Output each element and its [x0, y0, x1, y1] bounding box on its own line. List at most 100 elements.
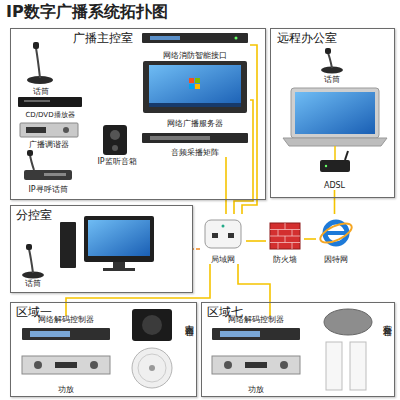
laptop-base: [283, 138, 387, 146]
speaker-cone: [112, 145, 118, 151]
rack-device: [142, 33, 248, 43]
device-label: 话筒: [18, 88, 63, 96]
device-light: [235, 37, 238, 40]
device-node: 网络解码控制器: [18, 316, 114, 346]
device-node: 话筒: [18, 40, 63, 96]
speaker-cone: [110, 130, 120, 140]
column-speaker: [326, 342, 342, 390]
router-antenna: [345, 151, 348, 160]
cable-line: [246, 240, 266, 242]
device-node: ADSL: [312, 150, 357, 190]
device-node: IP监听音箱: [92, 122, 142, 166]
monitor-stand: [113, 262, 125, 268]
decoder-device: [212, 328, 300, 340]
wall-speaker: [132, 309, 172, 341]
device-label: 功放: [18, 386, 114, 394]
tuner-knob: [63, 127, 69, 133]
cd-player: [18, 97, 82, 107]
ceiling-speaker: [132, 348, 172, 388]
device-node: 功放: [208, 352, 304, 394]
device-label: 广播调谐器: [18, 141, 80, 149]
device-node: IP寻呼话筒: [14, 152, 82, 194]
router-port: [212, 233, 218, 238]
device-label: 防火墙: [266, 256, 304, 264]
tuner-device: [20, 123, 78, 137]
router-light: [222, 225, 225, 228]
device-node: 广播调谐器: [18, 121, 80, 149]
speaker-box: [103, 125, 127, 155]
monitor-screen: [149, 65, 241, 107]
device-label: ADSL: [312, 182, 357, 190]
device-label: IP监听音箱: [92, 158, 142, 166]
amp-display: [245, 362, 267, 368]
mic-head: [33, 42, 39, 49]
device-panel: [150, 136, 210, 140]
logo-square: [189, 84, 194, 89]
speaker-grille: [138, 354, 166, 382]
room-title: 远程办公室: [277, 32, 337, 44]
logo-square: [189, 78, 194, 83]
laptop-screen: [291, 88, 379, 138]
device-node: 因特网: [316, 214, 356, 264]
disc-slot: [24, 100, 50, 102]
room-box: 区域一网络解码控制器室内音箱功放: [10, 302, 197, 397]
server-monitor: [143, 61, 247, 113]
mic-neck: [30, 155, 34, 170]
room-box: 广播主控室话筒网络消防智能接口网络广播服务器CD/DVD播放器广播调谐器音频采播…: [10, 28, 266, 200]
device-panel: [150, 36, 180, 40]
speaker-center: [149, 365, 155, 371]
firewall-wall: [270, 223, 300, 249]
network-cable: [334, 146, 336, 160]
mic-head: [26, 244, 32, 250]
device-label: 因特网: [316, 256, 356, 264]
device-node: 防火墙: [266, 218, 304, 264]
room-box: 区域七网络解码控制器室外音箱功放: [201, 302, 395, 397]
device-node: 功放: [18, 352, 114, 394]
device-node: 话筒: [16, 240, 50, 288]
brick-lines: [270, 223, 300, 249]
amp-knob: [280, 361, 288, 369]
device-label: 话筒: [16, 280, 50, 288]
device-node: 网络消防智能接口: [140, 31, 250, 59]
mic-head: [325, 48, 331, 54]
logo-square: [195, 78, 200, 83]
router-port: [228, 233, 234, 238]
globe-ring: [318, 219, 355, 246]
title-holder: IP数字广播系统拓扑图: [6, 3, 168, 21]
device-label: 局域网: [200, 256, 246, 264]
device-label: IP寻呼话筒: [14, 186, 82, 194]
amp-knob: [224, 361, 232, 369]
device-label: 网络消防智能接口: [140, 52, 250, 60]
amplifier-device: [212, 356, 300, 374]
amp-display: [55, 362, 77, 368]
decoder-device: [22, 328, 110, 340]
console-buttons: [44, 173, 66, 176]
rack-device: [142, 133, 248, 143]
device-label: 功放: [208, 386, 304, 394]
room-box: 分控室话筒: [10, 205, 193, 293]
screen-taskbar: [149, 103, 241, 107]
mic-head: [27, 150, 33, 156]
mic-console: [24, 170, 72, 180]
device-label: 室外音箱: [383, 317, 392, 321]
pc-screen: [88, 220, 150, 256]
pc-tower: [60, 222, 76, 268]
decoder-panel: [220, 331, 260, 337]
mic-neck: [29, 249, 33, 273]
device-node: 音频采播矩阵: [140, 131, 250, 157]
amplifier-device: [22, 356, 110, 374]
device-node: 局域网: [200, 214, 246, 264]
globe-bar: [326, 231, 346, 235]
cable-line: [304, 238, 316, 240]
device-node: 话筒: [314, 46, 350, 84]
cable-line: [334, 190, 336, 214]
mic-neck: [328, 53, 332, 68]
room-title: 广播主控室: [73, 32, 133, 44]
tuner-display: [26, 127, 46, 133]
cable-line: [193, 248, 200, 250]
device-node: 室外音箱: [310, 305, 393, 393]
decoder-panel: [30, 331, 70, 337]
device-label: 网络解码控制器: [208, 316, 304, 324]
